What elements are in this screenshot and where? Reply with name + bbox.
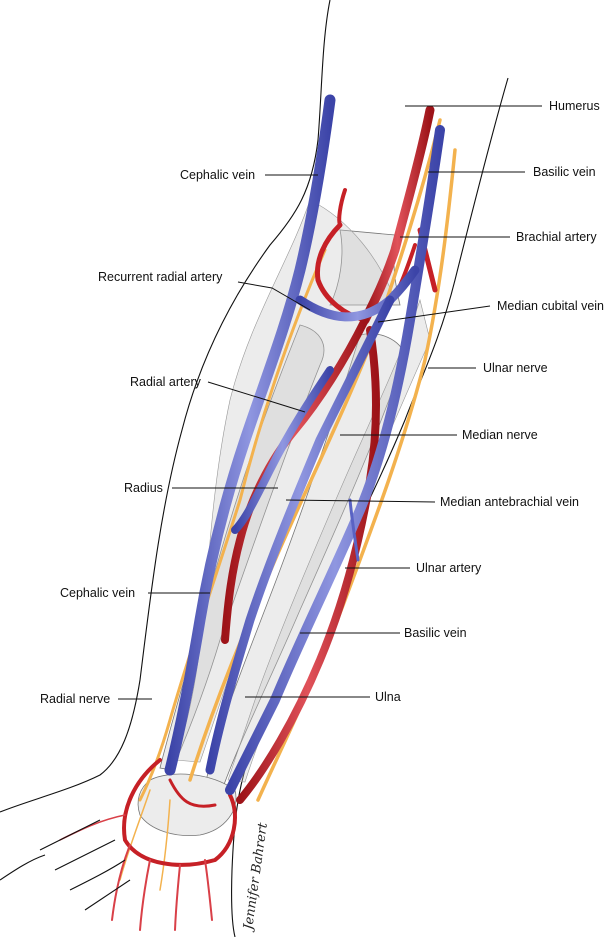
brachial-artery: [360, 105, 435, 325]
label-recurrent-radial-artery: Recurrent radial artery: [98, 270, 223, 284]
label-basilic-vein-top: Basilic vein: [533, 165, 596, 179]
basilic-vein: [225, 125, 445, 795]
label-basilic-vein-bottom: Basilic vein: [404, 626, 467, 640]
carpal-bones: [137, 773, 237, 836]
artist-signature: Jennifer Bahrert: [241, 821, 271, 933]
leader-lines: [118, 105, 542, 700]
label-cephalic-vein-top: Cephalic vein: [180, 168, 255, 182]
median-antebrachial-vein: [205, 295, 395, 775]
label-humerus: Humerus: [549, 99, 600, 113]
radial-nerve: [138, 248, 327, 802]
label-ulnar-artery: Ulnar artery: [416, 561, 482, 575]
label-median-antebrachial-vein: Median antebrachial vein: [440, 495, 579, 509]
label-radial-nerve: Radial nerve: [40, 692, 110, 706]
ulnar-artery: [236, 326, 380, 804]
veins: [164, 94, 445, 795]
label-cephalic-vein-bottom: Cephalic vein: [60, 586, 135, 600]
label-brachial-artery: Brachial artery: [516, 230, 597, 244]
label-median-nerve: Median nerve: [462, 428, 538, 442]
label-median-cubital-vein: Median cubital vein: [497, 299, 604, 313]
label-radial-artery: Radial artery: [130, 375, 202, 389]
label-radius: Radius: [124, 481, 163, 495]
cephalic-vein: [164, 94, 336, 776]
label-ulna: Ulna: [375, 690, 401, 704]
label-ulnar-nerve: Ulnar nerve: [483, 361, 548, 375]
median-nerve: [188, 118, 442, 782]
labels: Humerus Basilic vein Cephalic vein Brach…: [40, 99, 604, 706]
hand-outline: [39, 819, 131, 911]
palmar-arch: [122, 758, 237, 867]
